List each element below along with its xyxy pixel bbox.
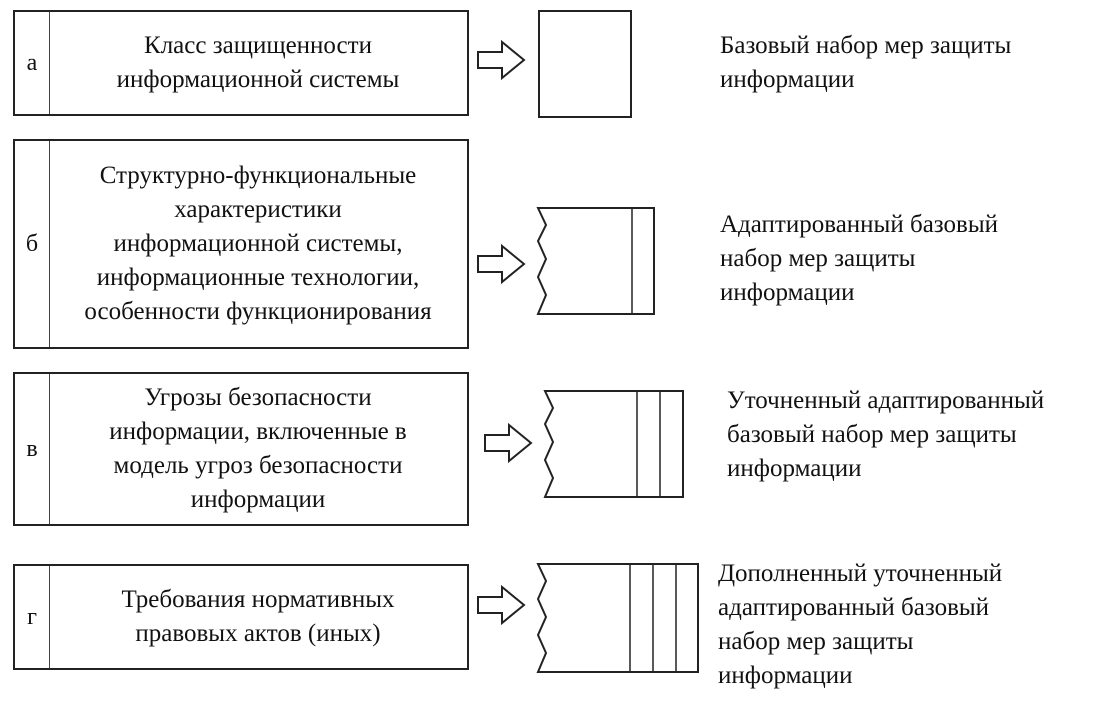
result-text-v: Уточненный адаптированный базовый набор … — [727, 387, 1045, 482]
result-text-g: Дополненный уточненный адаптированный ба… — [718, 560, 1003, 689]
source-text-a: Класс защищенности информационной систем… — [116, 32, 400, 93]
source-box-b: б Структурно-функциональные характеристи… — [13, 139, 469, 349]
arrow-right-icon — [477, 39, 526, 81]
arrow-right-icon — [484, 422, 533, 464]
row-letter-v: в — [15, 374, 50, 524]
source-text-b: Структурно-функциональные характеристики… — [84, 162, 432, 325]
row-letter-a: а — [15, 12, 50, 114]
arrow-right-icon — [477, 243, 526, 285]
source-box-v: в Угрозы безопасности информации, включе… — [13, 372, 469, 526]
measure-set-block-v — [543, 390, 684, 498]
result-text-a: Базовый набор мер защиты информации — [720, 32, 1012, 93]
arrow-right-icon — [477, 584, 526, 626]
measure-set-block-b — [536, 207, 655, 315]
row-letter-g: г — [15, 566, 50, 668]
row-letter-b: б — [15, 141, 50, 347]
source-text-g: Требования нормативных правовых актов (и… — [121, 586, 395, 647]
measure-set-block-a — [538, 10, 632, 118]
source-text-v: Угрозы безопасности информации, включенн… — [109, 384, 407, 513]
source-box-a: а Класс защищенности информационной сист… — [13, 10, 469, 116]
source-box-g: г Требования нормативных правовых актов … — [13, 564, 469, 670]
result-text-b: Адаптированный базовый набор мер защиты … — [720, 211, 999, 306]
measure-set-block-g — [536, 563, 699, 673]
